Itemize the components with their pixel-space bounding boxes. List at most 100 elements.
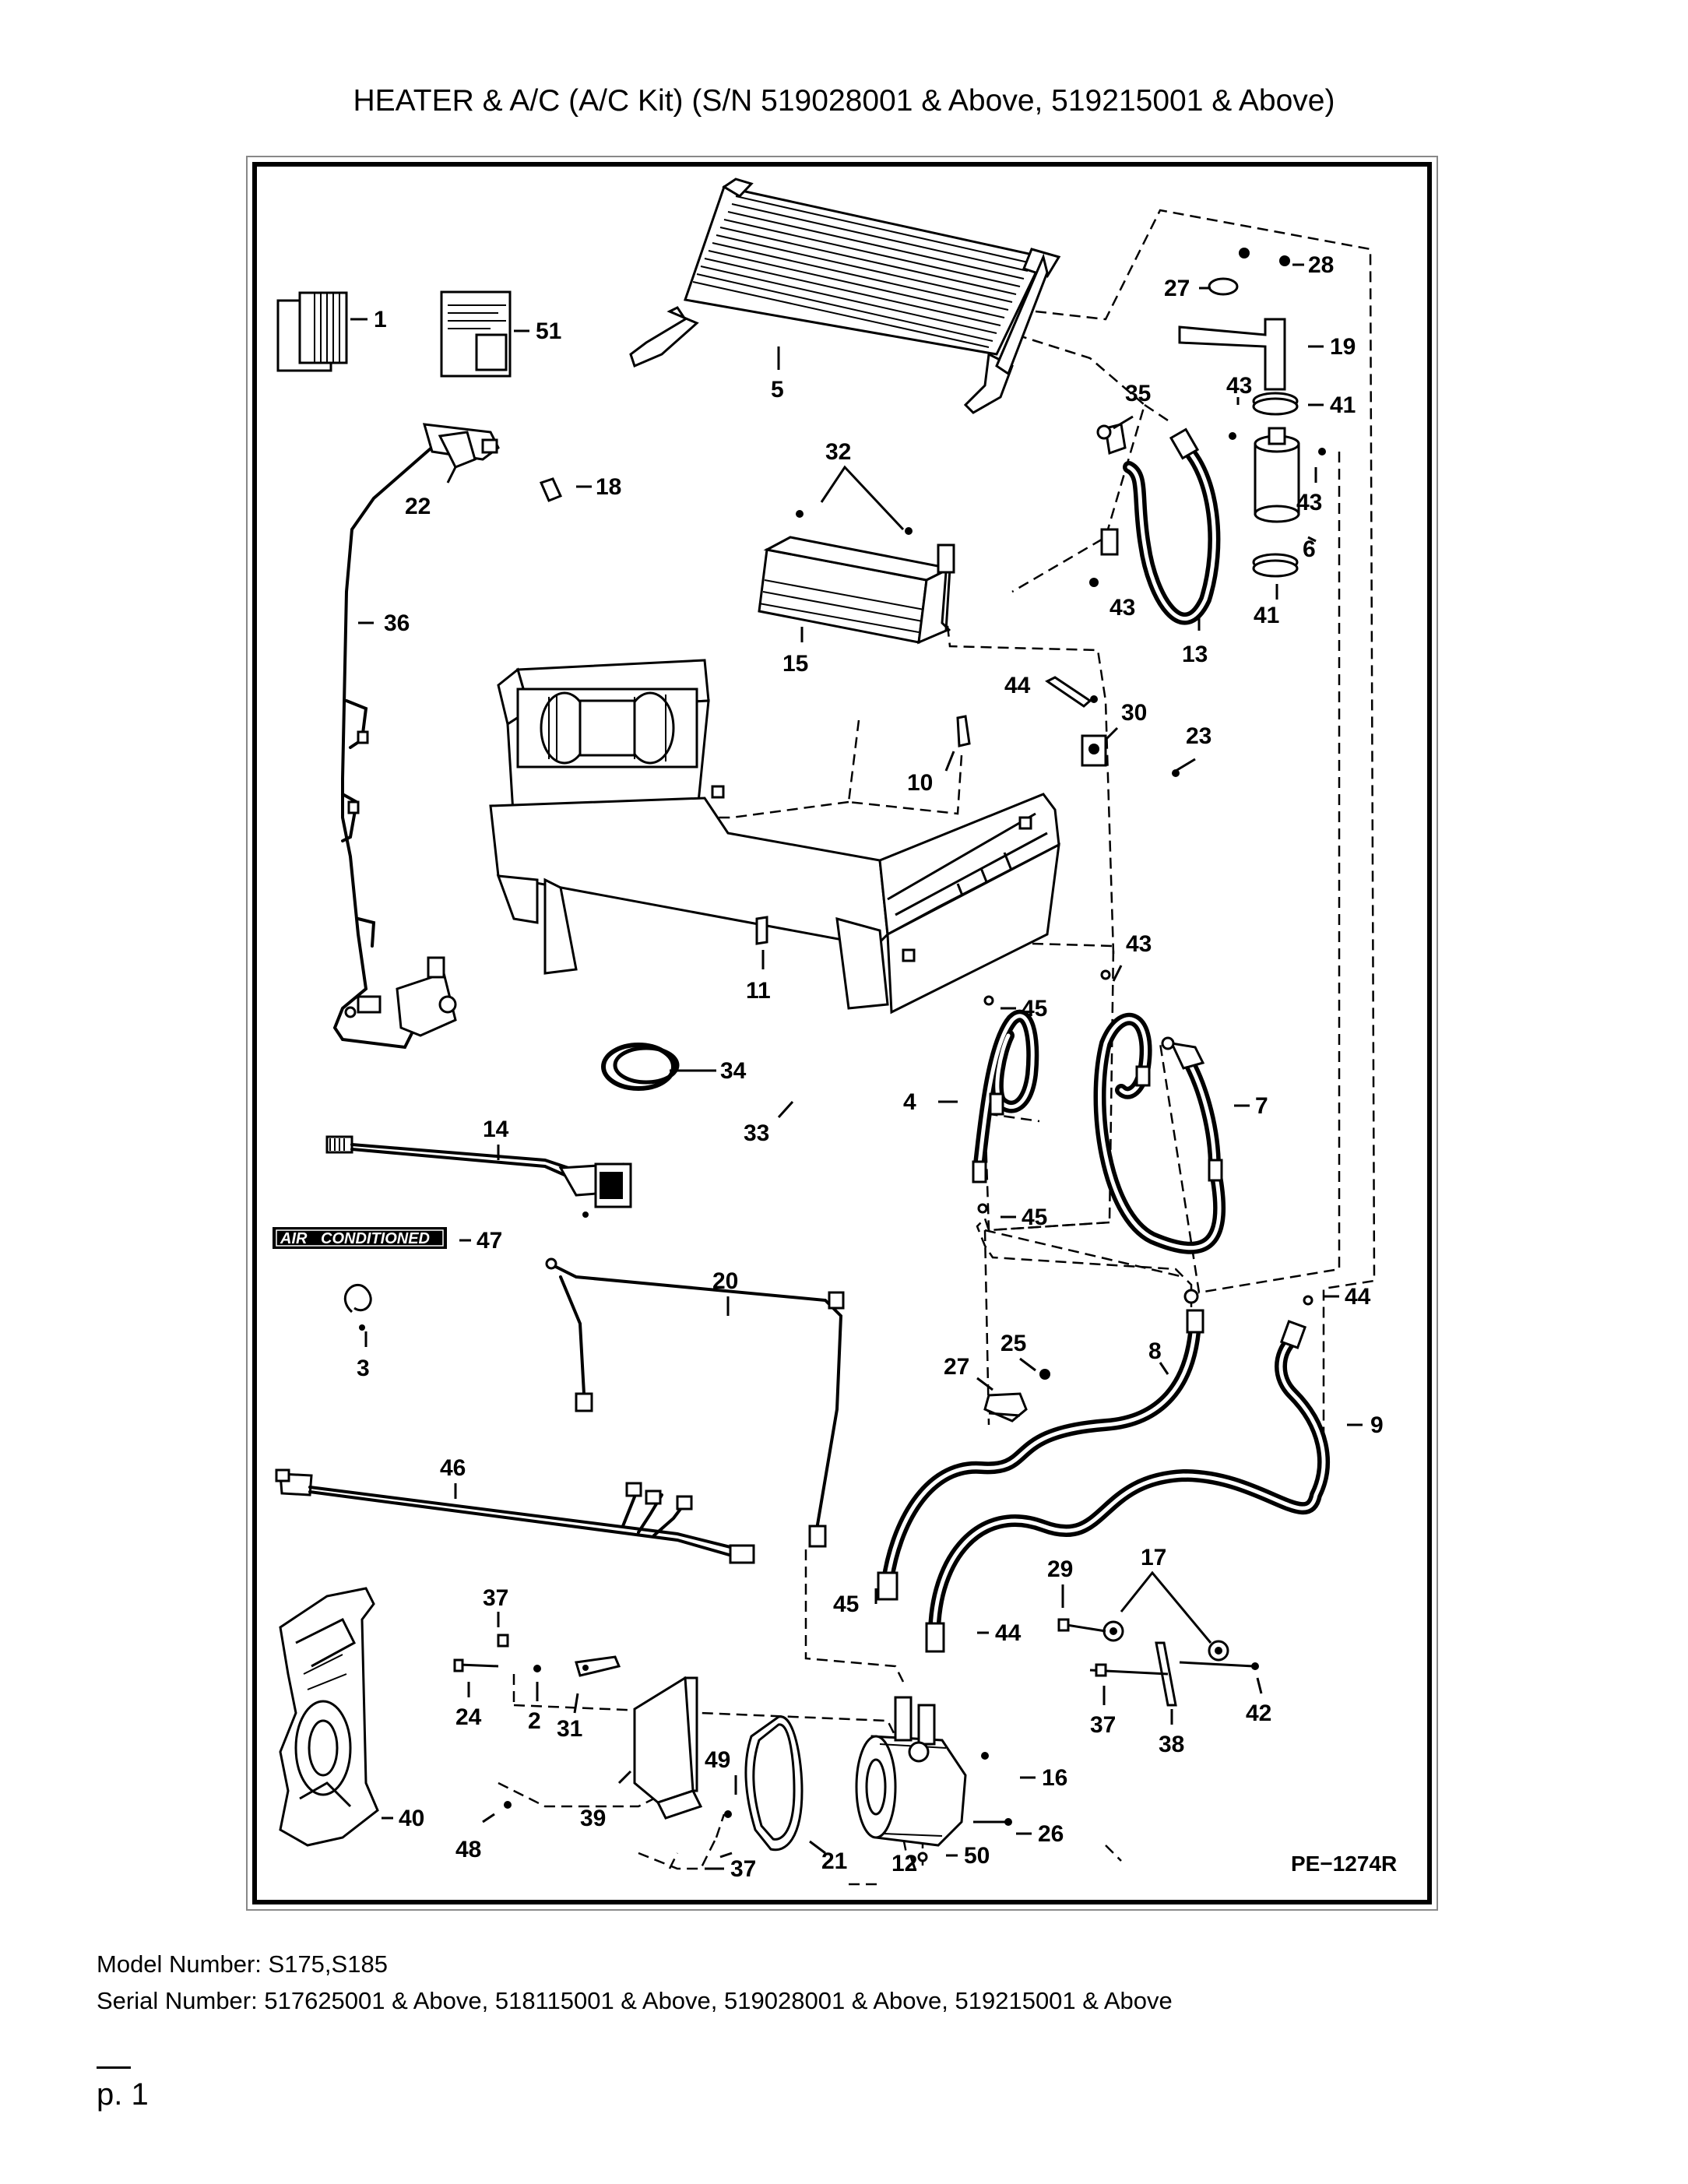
callout-8: 8 — [1148, 1338, 1162, 1364]
callout-12: 12 — [891, 1851, 917, 1876]
diagram-code: PE−1274R — [1291, 1852, 1397, 1876]
callout-5: 5 — [771, 377, 784, 403]
callout-44: 44 — [1004, 673, 1031, 698]
part-belt-guard — [279, 1587, 379, 1847]
callout-4: 4 — [903, 1089, 916, 1115]
part-ac-compressor — [855, 1696, 1012, 1862]
part-clamp-25-27 — [983, 1369, 1050, 1423]
callout-50: 50 — [964, 1843, 990, 1869]
callout-41: 41 — [1330, 392, 1356, 418]
part-drier-bracket — [1178, 248, 1290, 391]
part-heater-housing — [489, 659, 1060, 1015]
part-hose-8 — [877, 1289, 1204, 1601]
part-wire-harness-20 — [545, 1257, 845, 1548]
part-drain-tube — [601, 1043, 705, 1091]
callout-17: 17 — [1141, 1545, 1166, 1570]
callout-40: 40 — [399, 1806, 424, 1831]
part-receiver-drier — [1229, 392, 1326, 578]
callout-46: 46 — [440, 1455, 466, 1481]
part-hose-7 — [1093, 969, 1226, 1254]
part-sealant-box — [276, 291, 348, 372]
callout-16: 16 — [1042, 1765, 1067, 1791]
callout-33: 33 — [744, 1120, 769, 1146]
callout-36: 36 — [384, 610, 410, 636]
page-divider — [97, 2066, 131, 2069]
callout-35: 35 — [1125, 381, 1151, 406]
serial-number: Serial Number: 517625001 & Above, 518115… — [97, 1987, 1173, 2014]
part-drive-belt — [719, 1715, 804, 1859]
callout-37: 37 — [1090, 1712, 1116, 1738]
callout-43: 43 — [1296, 490, 1322, 515]
callout-10: 10 — [907, 770, 933, 796]
callout-11: 11 — [746, 978, 771, 1004]
callout-23: 23 — [1186, 723, 1211, 749]
callout-43: 43 — [1226, 373, 1252, 399]
callout-41: 41 — [1254, 603, 1279, 628]
callout-13: 13 — [1182, 642, 1208, 667]
part-idler-bracket-set — [1057, 1618, 1259, 1707]
part-hose-4 — [972, 995, 1039, 1214]
part-evaporator — [758, 510, 955, 645]
callout-22: 22 — [405, 494, 431, 519]
part-wire-harness-14 — [325, 1135, 632, 1218]
callout-26: 26 — [1038, 1821, 1064, 1847]
callout-45: 45 — [1022, 996, 1047, 1022]
part-hose-9 — [925, 1295, 1330, 1653]
callout-32: 32 — [825, 439, 851, 465]
callout-14: 14 — [483, 1117, 509, 1142]
badge-word-air: AIR — [280, 1230, 308, 1247]
callout-47: 47 — [477, 1228, 502, 1254]
callout-19: 19 — [1330, 334, 1356, 360]
callout-37: 37 — [730, 1856, 756, 1882]
callout-44: 44 — [995, 1620, 1022, 1646]
callout-1: 1 — [374, 307, 387, 332]
callout-6: 6 — [1303, 536, 1316, 562]
callout-39: 39 — [580, 1806, 606, 1831]
callout-49: 49 — [705, 1747, 730, 1773]
callout-2: 2 — [528, 1708, 541, 1734]
callout-labels: 1 51 5 27 28 19 43 41 35 43 6 43 41 13 3… — [357, 252, 1384, 1882]
badge-word-conditioned: CONDITIONED — [321, 1230, 430, 1247]
callout-42: 42 — [1246, 1700, 1271, 1726]
page-title: HEATER & A/C (A/C Kit) (S/N 519028001 & … — [353, 84, 1335, 118]
callout-48: 48 — [455, 1837, 481, 1862]
callout-43: 43 — [1126, 931, 1152, 957]
callout-30: 30 — [1121, 700, 1147, 726]
callout-43: 43 — [1110, 595, 1135, 621]
callout-leader-lines — [350, 263, 1363, 1870]
callout-37: 37 — [483, 1585, 508, 1611]
part-expansion-valve — [1045, 676, 1180, 777]
callout-24: 24 — [455, 1704, 482, 1730]
callout-34: 34 — [720, 1058, 747, 1084]
callout-27: 27 — [1164, 276, 1190, 301]
air-conditioned-badge: AIR CONDITIONED — [273, 1227, 447, 1249]
page-number: p. 1 — [97, 2077, 149, 2112]
part-compressor-bracket — [504, 1676, 703, 1820]
part-33-marker — [777, 1100, 794, 1119]
part-cable-tie — [343, 1283, 372, 1331]
callout-7: 7 — [1255, 1093, 1268, 1119]
callout-38: 38 — [1159, 1732, 1184, 1757]
callout-3: 3 — [357, 1356, 370, 1381]
callout-31: 31 — [557, 1716, 582, 1742]
part-hardware-24-31 — [453, 1634, 621, 1677]
callout-44: 44 — [1345, 1284, 1371, 1310]
callout-18: 18 — [596, 474, 621, 500]
callout-25: 25 — [1000, 1331, 1026, 1356]
part-instruction-manual — [440, 290, 512, 378]
part-wire-harness-46 — [275, 1468, 755, 1564]
diagram-outer-frame — [246, 156, 1438, 1911]
part-mounting-clips — [755, 715, 971, 945]
callout-21: 21 — [821, 1848, 847, 1874]
callout-29: 29 — [1047, 1556, 1073, 1582]
part-condenser — [629, 178, 1061, 414]
diagram-inner-frame — [252, 162, 1432, 1904]
callout-45: 45 — [1022, 1205, 1047, 1230]
callout-15: 15 — [782, 651, 808, 677]
model-number: Model Number: S175,S185 — [97, 1950, 388, 1978]
callout-20: 20 — [712, 1268, 738, 1294]
callout-28: 28 — [1308, 252, 1334, 278]
callout-9: 9 — [1370, 1412, 1384, 1438]
callout-45: 45 — [833, 1591, 859, 1617]
